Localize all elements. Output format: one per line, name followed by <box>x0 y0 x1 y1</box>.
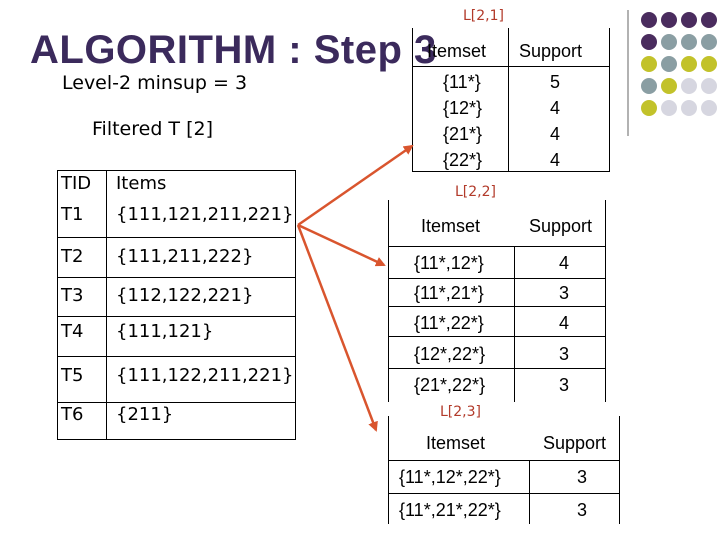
deco-dot <box>701 12 717 28</box>
deco-dot <box>681 34 697 50</box>
deco-dot <box>661 56 677 72</box>
row-divider <box>389 306 605 307</box>
tid-cell: T4 <box>61 321 84 342</box>
items-cell: {111,121,211,221} <box>116 204 294 225</box>
deco-dot <box>641 34 657 50</box>
l21-column-divider <box>508 28 509 171</box>
l21-header-divider <box>413 66 609 67</box>
items-cell: {111,122,211,221} <box>116 365 294 386</box>
row-divider <box>389 336 605 337</box>
tid-cell: T3 <box>61 285 84 306</box>
l21-support-cell: 4 <box>550 150 561 170</box>
l22-header-divider <box>389 246 605 247</box>
l22-itemset-cell: {11*,22*} <box>414 313 484 333</box>
tid-table: TID Items T1 {111,121,211,221} T2 {111,2… <box>57 170 296 440</box>
l22-support-cell: 3 <box>559 344 570 364</box>
row-divider <box>389 493 619 494</box>
l22-support-header: Support <box>529 216 593 236</box>
row-divider <box>58 277 295 278</box>
l22-support-cell: 3 <box>559 283 570 303</box>
tid-cell: T1 <box>61 204 84 225</box>
decorative-dots <box>627 10 717 136</box>
deco-dot <box>701 78 717 94</box>
deco-dot <box>681 56 697 72</box>
deco-dot <box>701 56 717 72</box>
row-divider <box>58 316 295 317</box>
l22-label: L[2,2] <box>455 184 496 200</box>
page-title: ALGORITHM : Step 3 <box>30 28 437 72</box>
l23-table: Itemset Support {11*,12*,22*} 3 {11*,21*… <box>388 416 620 524</box>
row-divider <box>389 278 605 279</box>
l23-support-cell: 3 <box>577 467 588 487</box>
l21-label: L[2,1] <box>463 8 504 24</box>
deco-dot <box>641 12 657 28</box>
l21-itemset-cell: {22*} <box>443 150 483 170</box>
tid-header: TID <box>61 173 92 194</box>
tid-cell: T2 <box>61 246 84 267</box>
l22-itemset-header: Itemset <box>421 216 481 236</box>
l23-column-divider <box>529 460 530 524</box>
l22-support-cell: 4 <box>559 313 570 333</box>
arrow-to-l22 <box>297 223 386 267</box>
l21-support-header: Support <box>519 41 583 61</box>
l23-support-header: Support <box>543 433 607 453</box>
deco-dot <box>661 100 677 116</box>
l21-itemset-cell: {12*} <box>443 98 483 118</box>
l22-support-cell: 4 <box>559 253 570 273</box>
filtered-table-label: Filtered T [2] <box>92 118 213 140</box>
l23-itemset-cell: {11*,12*,22*} <box>399 467 501 487</box>
row-divider <box>58 237 295 238</box>
tid-table-divider <box>106 171 107 439</box>
l21-itemset-cell: {11*} <box>443 72 481 92</box>
arrow-to-l23 <box>296 224 378 432</box>
l23-itemset-cell: {11*,21*,22*} <box>399 500 501 520</box>
deco-dot <box>641 56 657 72</box>
l22-column-divider <box>514 246 515 402</box>
deco-dot <box>681 100 697 116</box>
deco-dot <box>661 78 677 94</box>
tid-cell: T5 <box>61 365 84 386</box>
items-cell: {112,122,221} <box>116 285 254 306</box>
l21-support-cell: 4 <box>550 124 561 144</box>
l22-itemset-cell: {11*,21*} <box>414 283 484 303</box>
l21-support-cell: 4 <box>550 98 561 118</box>
deco-dot <box>681 78 697 94</box>
l21-itemset-header: Itemset <box>427 41 487 61</box>
deco-dot <box>661 34 677 50</box>
items-cell: {111,211,222} <box>116 246 254 267</box>
l22-itemset-cell: {21*,22*} <box>414 375 486 395</box>
l22-support-cell: 3 <box>559 375 570 395</box>
deco-dot <box>681 12 697 28</box>
row-divider <box>58 356 295 357</box>
deco-dot <box>701 100 717 116</box>
l23-label: L[2,3] <box>440 404 481 420</box>
subtitle: Level-2 minsup = 3 <box>62 72 248 94</box>
l22-table: Itemset Support {11*,12*} 4 {11*,21*} 3 … <box>388 200 606 402</box>
l21-itemset-cell: {21*} <box>443 124 483 144</box>
l23-itemset-header: Itemset <box>426 433 486 453</box>
deco-dot <box>641 100 657 116</box>
deco-dot <box>641 78 657 94</box>
items-cell: {211} <box>116 404 174 425</box>
deco-dot <box>661 12 677 28</box>
l23-support-cell: 3 <box>577 500 588 520</box>
items-cell: {111,121} <box>116 321 214 342</box>
row-divider <box>58 402 295 403</box>
l21-support-cell: 5 <box>550 72 561 92</box>
tid-cell: T6 <box>61 404 84 425</box>
items-header: Items <box>116 173 167 194</box>
row-divider <box>389 368 605 369</box>
l22-itemset-cell: {11*,12*} <box>414 253 484 273</box>
deco-dot <box>701 34 717 50</box>
l23-header-divider <box>389 460 619 461</box>
l22-itemset-cell: {12*,22*} <box>414 344 486 364</box>
l21-table: Itemset Support {11*} 5 {12*} 4 {21*} 4 … <box>412 28 610 172</box>
